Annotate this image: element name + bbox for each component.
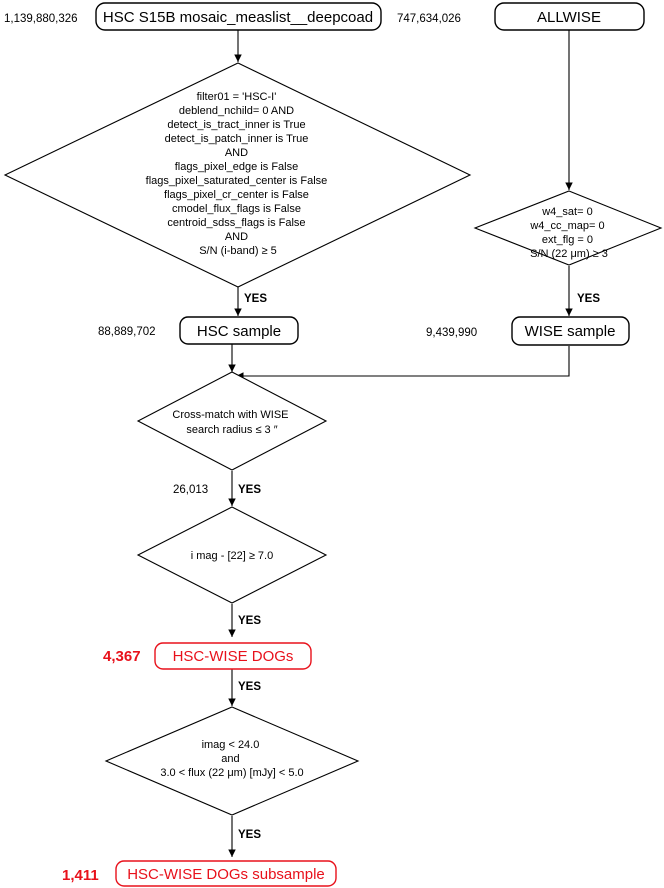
crossmatch-line: Cross-match with WISE <box>172 409 288 421</box>
edge-wise-sample-to-crossmatch <box>236 346 570 380</box>
hsc-sample-box <box>179 316 299 345</box>
crossmatch-text: Cross-match with WISE search radius ≤ 3 … <box>172 409 291 436</box>
hsc-cuts-node: filter01 = 'HSC-I' deblend_nchild= 0 AND… <box>3 62 472 288</box>
dogs-label: HSC-WISE DOGs <box>173 648 294 665</box>
wise-cut-line: w4_cc_map= 0 <box>529 220 604 232</box>
hsc-cut-line: flags_pixel_saturated_center is False <box>146 175 328 187</box>
wise-source-label: ALLWISE <box>537 9 601 26</box>
subsample-cut-text: imag < 24.0 and 3.0 < flux (22 μm) [mJy]… <box>160 739 303 779</box>
hsc-sample-node: HSC sample <box>179 316 299 345</box>
wise-source-count: 747,634,026 <box>397 13 461 25</box>
dogs-box <box>154 642 312 670</box>
subsample-count: 1,411 <box>62 867 99 884</box>
yes-label-dogs: YES <box>238 681 261 693</box>
hsc-cut-line: AND <box>225 147 248 159</box>
subsample-cut-node: imag < 24.0 and 3.0 < flux (22 μm) [mJy]… <box>104 706 360 816</box>
wise-sample-label: WISE sample <box>525 323 616 340</box>
hsc-source-node: HSC S15B mosaic_measlist__deepcoad <box>95 2 382 31</box>
subsample-cut-line: and <box>221 753 239 765</box>
crossmatch-line: search radius ≤ 3 ″ <box>186 424 277 436</box>
hsc-cut-line: AND <box>225 231 248 243</box>
yes-label-colorcut: YES <box>238 615 261 627</box>
hsc-source-count: 1,139,880,326 <box>4 13 78 25</box>
wise-sample-count: 9,439,990 <box>426 327 477 339</box>
hsc-cuts-text: filter01 = 'HSC-I' deblend_nchild= 0 AND… <box>146 91 331 257</box>
hsc-cut-line: centroid_sdss_flags is False <box>167 217 305 229</box>
hsc-cut-line: S/N (i-band) ≥ 5 <box>199 245 277 257</box>
subsample-box <box>115 860 337 887</box>
colorcut-diamond <box>136 506 328 604</box>
hsc-sample-count: 88,889,702 <box>98 326 156 338</box>
wise-cuts-node: w4_sat= 0 w4_cc_map= 0 ext_flg = 0 S/N (… <box>473 190 663 266</box>
wise-source-box <box>494 2 645 31</box>
hsc-cut-line: deblend_nchild= 0 AND <box>179 105 294 117</box>
subsample-cut-line: 3.0 < flux (22 μm) [mJy] < 5.0 <box>160 767 303 779</box>
hsc-cut-line: filter01 = 'HSC-I' <box>197 91 277 103</box>
wise-cut-line: ext_flg = 0 <box>542 234 593 246</box>
hsc-cut-line: detect_is_patch_inner is True <box>165 133 309 145</box>
colorcut-node: i mag - [22] ≥ 7.0 <box>136 506 328 604</box>
dogs-node: HSC-WISE DOGs <box>154 642 312 670</box>
hsc-source-box <box>95 2 382 31</box>
subsample-label: HSC-WISE DOGs subsample <box>127 866 325 883</box>
crossmatch-diamond <box>136 371 328 471</box>
hsc-sample-label: HSC sample <box>197 323 281 340</box>
hsc-cut-line: cmodel_flux_flags is False <box>172 203 301 215</box>
yes-label-subsample-cut: YES <box>238 829 261 841</box>
hsc-cut-line: flags_pixel_edge is False <box>175 161 299 173</box>
wise-cuts-text: w4_sat= 0 w4_cc_map= 0 ext_flg = 0 S/N (… <box>529 206 608 260</box>
wise-sample-box <box>511 316 630 346</box>
wise-cut-line: w4_sat= 0 <box>541 206 592 218</box>
wise-cuts-diamond <box>473 190 663 266</box>
subsample-cut-diamond <box>104 706 360 816</box>
crossmatch-count: 26,013 <box>173 484 208 496</box>
crossmatch-node: Cross-match with WISE search radius ≤ 3 … <box>136 371 328 471</box>
yes-label-hsc-cuts: YES <box>244 293 267 305</box>
flow-edges <box>228 30 573 857</box>
hsc-cuts-diamond <box>3 62 472 288</box>
colorcut-text: i mag - [22] ≥ 7.0 <box>191 550 273 562</box>
yes-label-wise-cuts: YES <box>577 293 600 305</box>
yes-label-crossmatch: YES <box>238 484 261 496</box>
dogs-count: 4,367 <box>103 648 141 665</box>
hsc-source-label: HSC S15B mosaic_measlist__deepcoad <box>103 9 373 26</box>
subsample-cut-line: imag < 24.0 <box>202 739 260 751</box>
wise-source-node: ALLWISE <box>494 2 645 31</box>
wise-cut-line: S/N (22 μm) ≥ 3 <box>530 248 608 260</box>
wise-sample-node: WISE sample <box>511 316 630 346</box>
hsc-cut-line: flags_pixel_cr_center is False <box>164 189 309 201</box>
subsample-node: HSC-WISE DOGs subsample <box>115 860 337 887</box>
hsc-cut-line: detect_is_tract_inner is True <box>167 119 305 131</box>
